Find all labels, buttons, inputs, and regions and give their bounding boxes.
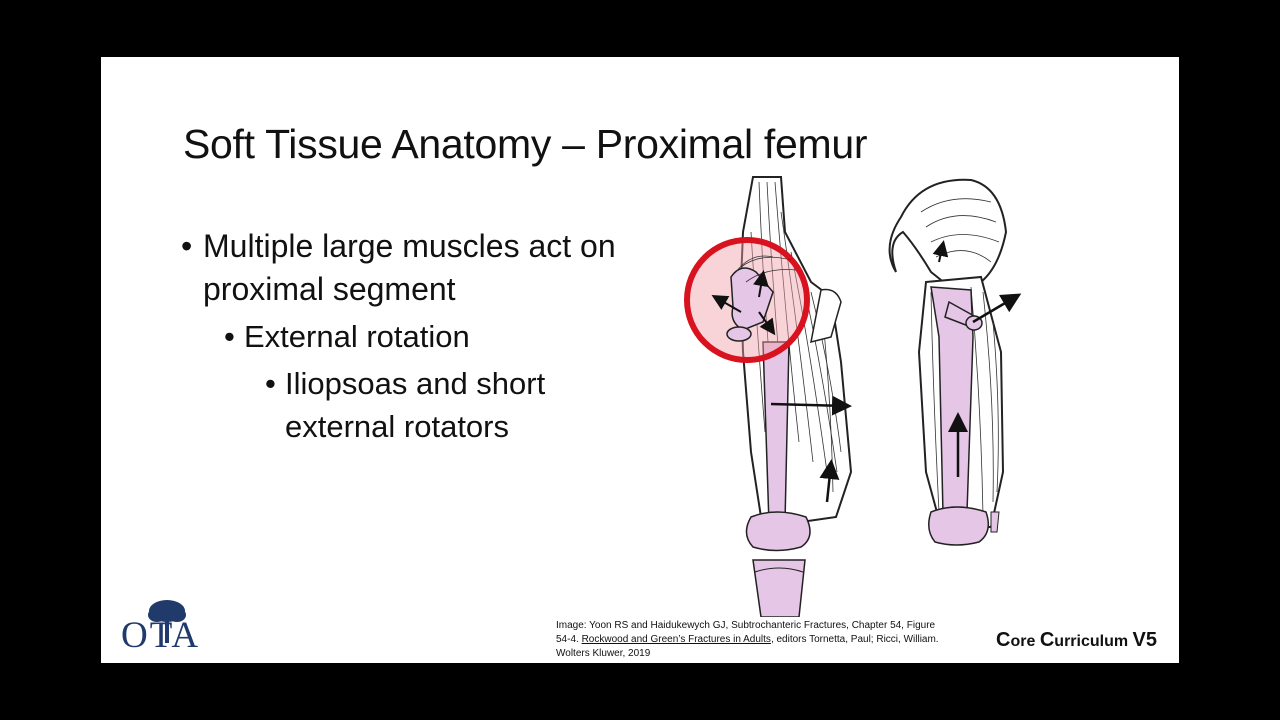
brand-letter: C: [1039, 629, 1055, 651]
bullet-level-3: • Iliopsoas and short external rotators: [181, 362, 651, 448]
brand-word: urriculum: [1054, 633, 1133, 650]
citation-book-title: Rockwood and Green’s Fractures in Adults: [581, 634, 771, 645]
right-femur-view: [888, 178, 1022, 546]
bullet-text: External rotation: [244, 319, 470, 354]
left-femur-view: [684, 176, 853, 617]
bullet-level-1: • Multiple large muscles act on proximal…: [181, 225, 651, 311]
brand-version: V5: [1132, 629, 1157, 651]
brand-letter: C: [996, 629, 1011, 651]
bullet-dot: •: [224, 319, 235, 354]
citation-text-end: , editors Tornetta, Paul; Ricci, William…: [556, 634, 939, 659]
femur-muscle-illustration: [684, 176, 1022, 617]
bullet-dot: •: [181, 228, 193, 264]
brand-word: ore: [1010, 633, 1040, 650]
citation-text: Image: Yoon RS and Haidukewych GJ, Subtr…: [556, 620, 936, 645]
tree-icon: [148, 600, 186, 643]
bullet-text: Multiple large muscles act on proximal s…: [203, 228, 616, 307]
image-citation: Image: Yoon RS and Haidukewych GJ, Subtr…: [556, 619, 946, 661]
ota-logo-text: OTA: [121, 615, 201, 656]
bullet-dot: •: [265, 366, 276, 401]
slide-title: Soft Tissue Anatomy – Proximal femur: [183, 121, 868, 167]
bullet-level-2: • External rotation: [181, 315, 651, 358]
core-curriculum-brand: Core Curriculum V5: [996, 629, 1157, 652]
bullet-list: • Multiple large muscles act on proximal…: [181, 225, 651, 448]
bullet-text: Iliopsoas and short external rotators: [285, 366, 546, 444]
ota-logo: [148, 600, 186, 643]
slide: Soft Tissue Anatomy – Proximal femur • M…: [101, 57, 1179, 663]
